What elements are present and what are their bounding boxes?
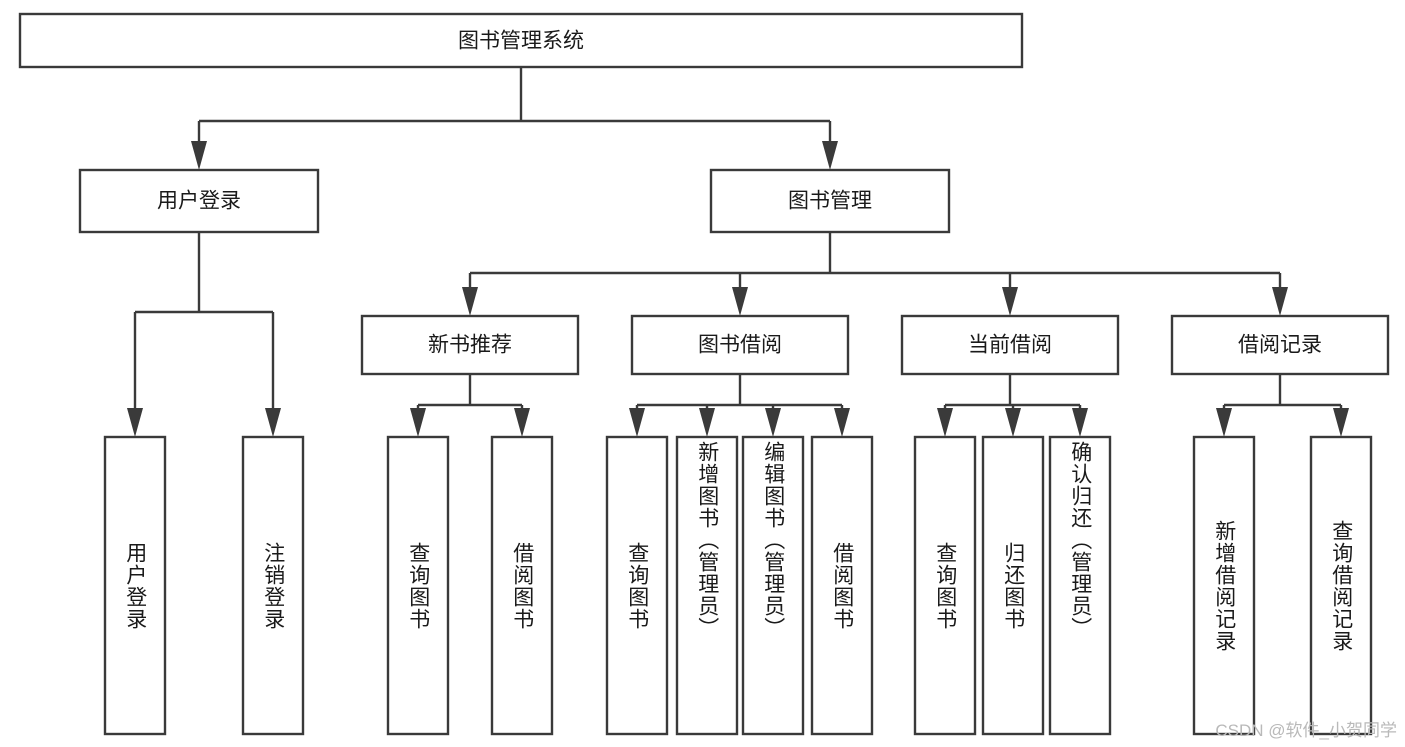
arrow-head-leaf-return-book [1005, 408, 1021, 437]
arrow-head-leaf-query-book-1 [410, 408, 426, 437]
node-leaf-confirm-return-box[interactable] [1048, 435, 1112, 736]
arrow-head-leaf-user-login [127, 408, 143, 437]
connector-group-book-management [462, 232, 1288, 316]
arrow-head-leaf-logout-login [265, 408, 281, 437]
node-book-borrow-label: 图书借阅 [698, 334, 782, 357]
node-leaf-return-book-label: 归还图书 [1001, 541, 1025, 630]
node-current-borrow[interactable]: 当前借阅 [900, 314, 1120, 376]
node-leaf-return-book-box[interactable] [981, 435, 1045, 736]
arrow-head-leaf-borrow-book-2 [834, 408, 850, 437]
connector-group-new-book-recommend [410, 374, 530, 437]
arrow-head-current-borrow [1002, 287, 1018, 316]
connector-group-book-borrow [629, 374, 850, 437]
node-root-label: 图书管理系统 [458, 30, 584, 53]
arrow-head-leaf-add-book [699, 408, 715, 437]
node-book-management[interactable]: 图书管理 [709, 168, 951, 234]
arrow-head-leaf-query-book-2 [629, 408, 645, 437]
node-current-borrow-label: 当前借阅 [968, 334, 1052, 357]
node-leaf-borrow-book-2-label: 借阅图书 [830, 541, 854, 630]
node-leaf-query-record-box[interactable] [1309, 435, 1373, 736]
node-borrow-record[interactable]: 借阅记录 [1170, 314, 1390, 376]
connector-group-borrow-record [1216, 374, 1349, 437]
node-leaf-add-record-box[interactable] [1192, 435, 1256, 736]
node-book-borrow[interactable]: 图书借阅 [630, 314, 850, 376]
node-borrow-record-box[interactable] [1170, 314, 1390, 376]
node-new-book-recommend-label: 新书推荐 [428, 334, 512, 357]
node-new-book-recommend-box[interactable] [360, 314, 580, 376]
node-leaf-edit-book-label: 编辑图书（管理员） [761, 441, 785, 639]
node-root-box[interactable] [18, 12, 1024, 69]
arrow-head-leaf-borrow-book-1 [514, 408, 530, 437]
node-leaf-user-login-box[interactable] [103, 435, 167, 736]
node-user-login-label: 用户登录 [157, 190, 241, 213]
node-book-borrow-box[interactable] [630, 314, 850, 376]
arrow-head-book-management [822, 141, 838, 170]
connector-group-current-borrow [937, 374, 1088, 437]
node-root[interactable]: 图书管理系统 [18, 12, 1024, 69]
node-leaf-user-login-label: 用户登录 [123, 541, 147, 630]
node-leaf-query-book-2-label: 查询图书 [625, 541, 649, 630]
node-leaf-query-record-label: 查询借阅记录 [1329, 519, 1353, 652]
node-leaf-query-book-2-box[interactable] [605, 435, 669, 736]
node-leaf-logout-login-box[interactable] [241, 435, 305, 736]
arrow-head-leaf-query-book-3 [937, 408, 953, 437]
arrow-head-borrow-record [1272, 287, 1288, 316]
arrow-head-leaf-query-record [1333, 408, 1349, 437]
node-current-borrow-box[interactable] [900, 314, 1120, 376]
node-leaf-logout-login-label: 注销登录 [261, 541, 285, 630]
node-leaf-borrow-book-1-label: 借阅图书 [510, 541, 534, 630]
node-leaf-add-book-box[interactable] [675, 435, 739, 736]
node-leaf-borrow-book-2-box[interactable] [810, 435, 874, 736]
watermark-csdn: CSDN @软件_小贺同学 [1215, 721, 1397, 740]
node-book-management-box[interactable] [709, 168, 951, 234]
node-leaf-confirm-return-label: 确认归还（管理员） [1068, 441, 1092, 639]
arrow-head-user-login [191, 141, 207, 170]
node-leaf-query-book-1-label: 查询图书 [406, 541, 430, 630]
node-leaf-borrow-book-1-box[interactable] [490, 435, 554, 736]
arrow-head-new-book-recommend [462, 287, 478, 316]
node-leaf-add-book-label: 新增图书（管理员） [695, 441, 719, 639]
node-borrow-record-label: 借阅记录 [1238, 334, 1322, 357]
arrow-head-leaf-edit-book [765, 408, 781, 437]
node-user-login[interactable]: 用户登录 [78, 168, 320, 234]
node-leaf-query-book-1-box[interactable] [386, 435, 450, 736]
arrow-head-leaf-confirm-return [1072, 408, 1088, 437]
connector-group-root [191, 67, 838, 170]
node-new-book-recommend[interactable]: 新书推荐 [360, 314, 580, 376]
arrow-head-book-borrow [732, 287, 748, 316]
node-leaf-add-record-label: 新增借阅记录 [1212, 519, 1236, 652]
arrow-head-leaf-add-record [1216, 408, 1232, 437]
node-leaf-query-book-3-label: 查询图书 [933, 541, 957, 630]
node-book-management-label: 图书管理 [788, 190, 872, 213]
connector-group-user-login [127, 232, 281, 437]
node-leaf-query-book-3-box[interactable] [913, 435, 977, 736]
node-user-login-box[interactable] [78, 168, 320, 234]
node-leaf-edit-book-box[interactable] [741, 435, 805, 736]
